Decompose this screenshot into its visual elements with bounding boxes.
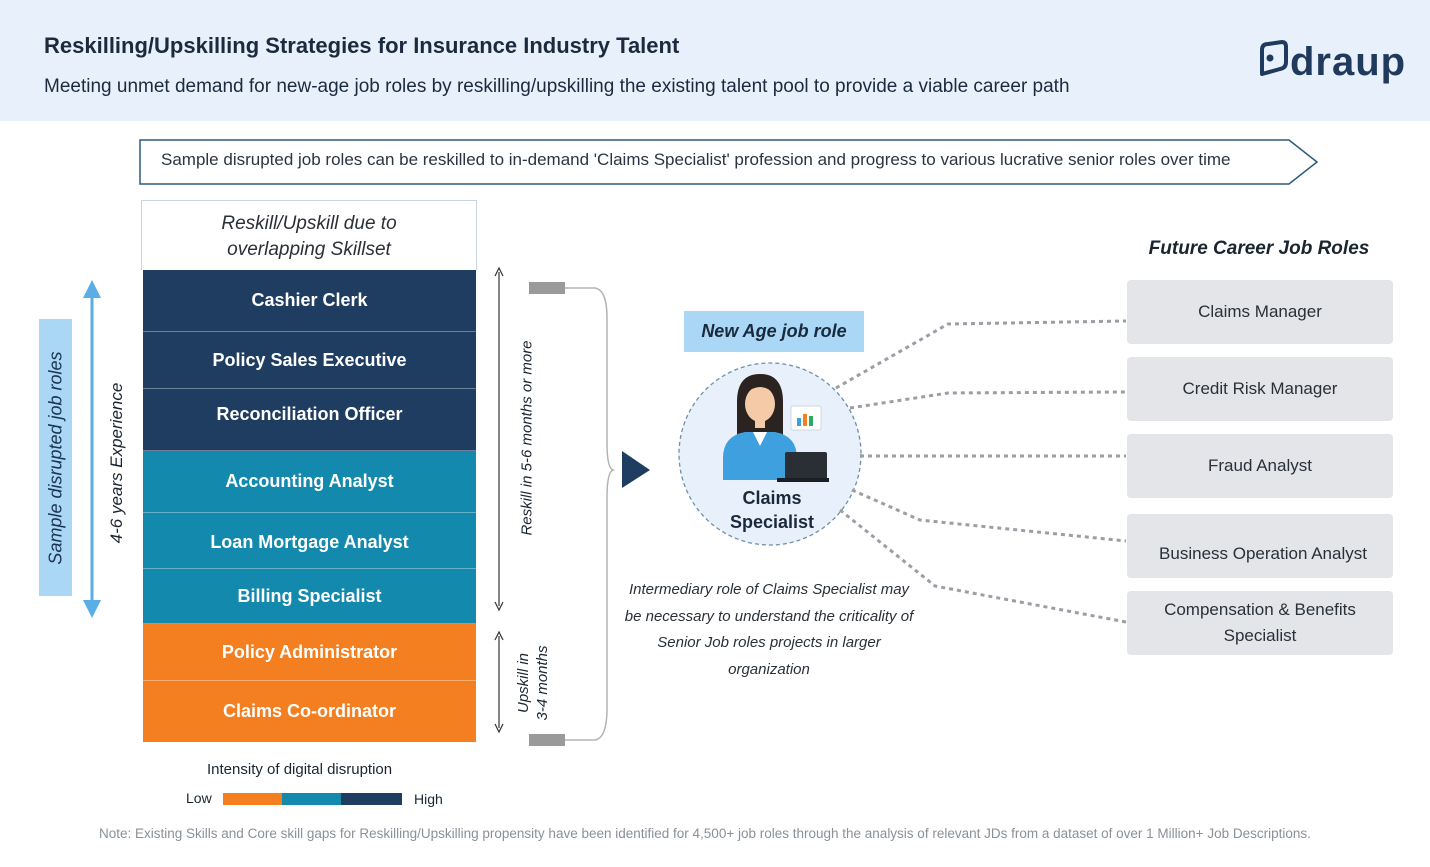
draup-logo: draup xyxy=(1256,36,1406,96)
role-label: Billing Specialist xyxy=(237,585,382,606)
summary-banner: Sample disrupted job roles can be reskil… xyxy=(139,139,1319,185)
claims-specialist-label: Claims Specialist xyxy=(704,486,840,534)
reskill-table-header: Reskill/Upskill due to overlapping Skill… xyxy=(141,200,477,270)
intermediary-role-note: Intermediary role of Claims Specialist m… xyxy=(620,577,918,683)
legend-low-label: Low xyxy=(186,790,212,806)
disrupted-roles-bar xyxy=(39,319,72,596)
role-row-cashier-clerk: Cashier Clerk xyxy=(143,270,476,332)
future-roles-title: Future Career Job Roles xyxy=(1148,238,1370,259)
career-card-label-line-2: Specialist xyxy=(1223,626,1297,645)
pointer-triangle xyxy=(622,451,650,488)
legend-swatch-low xyxy=(223,793,282,805)
connector-claims-manager xyxy=(835,319,1127,390)
table-header-line-1: Reskill/Upskill due to xyxy=(221,213,397,234)
career-card-compensation-benefits-specialist: Compensation & Benefits Specialist xyxy=(1127,591,1393,655)
claims-label-line-1: Claims xyxy=(742,488,802,508)
footnote: Note: Existing Skills and Core skill gap… xyxy=(99,826,1311,841)
draup-logo-icon xyxy=(1260,40,1288,76)
role-label: Policy Sales Executive xyxy=(212,349,407,370)
role-label: Policy Administrator xyxy=(221,641,398,662)
career-card-label: Fraud Analyst xyxy=(1208,456,1312,475)
note-line-3: Senior Job roles projects in larger xyxy=(657,634,881,651)
connector-compensation-benefits xyxy=(839,508,1127,624)
role-label: Reconciliation Officer xyxy=(216,404,403,424)
claims-specialist-circle xyxy=(678,362,862,546)
note-line-4: organization xyxy=(728,660,810,678)
career-card-business-operation-analyst: Business Operation Analyst xyxy=(1127,514,1393,578)
new-age-role-tag: New Age job role xyxy=(684,311,864,352)
role-row-billing-specialist: Billing Specialist xyxy=(143,569,476,624)
logo-wordmark: draup xyxy=(1290,40,1407,84)
table-header-line-2: overlapping Skillset xyxy=(227,239,391,260)
role-row-policy-administrator: Policy Administrator xyxy=(143,624,476,681)
career-card-label: Credit Risk Manager xyxy=(1182,379,1338,398)
connector-business-operation-analyst xyxy=(851,488,1127,543)
career-card-fraud-analyst: Fraud Analyst xyxy=(1127,434,1393,498)
note-line-1: Intermediary role of Claims Specialist m… xyxy=(628,581,910,598)
career-connectors xyxy=(835,319,1127,624)
legend-high-label: High xyxy=(414,791,443,807)
career-card-claims-manager: Claims Manager xyxy=(1127,280,1393,344)
career-card-label: Claims Manager xyxy=(1198,302,1322,321)
role-row-reconciliation-officer: Reconciliation Officer xyxy=(143,389,476,451)
banner-text: Sample disrupted job roles can be reskil… xyxy=(161,150,1231,169)
page-subtitle: Meeting unmet demand for new-age job rol… xyxy=(44,76,1070,97)
disrupted-roles-label: Sample disrupted job roles xyxy=(45,351,66,565)
role-label: Cashier Clerk xyxy=(251,290,368,310)
legend-swatch-high xyxy=(341,793,402,805)
note-line-2: be necessary to understand the criticali… xyxy=(624,607,914,625)
career-card-credit-risk-manager: Credit Risk Manager xyxy=(1127,357,1393,421)
career-card-label: Business Operation Analyst xyxy=(1159,544,1367,563)
grouping-brace xyxy=(529,282,650,746)
brace-top-cap xyxy=(529,282,565,294)
reskill-duration-arrow xyxy=(494,266,504,612)
role-row-policy-sales-executive: Policy Sales Executive xyxy=(143,332,476,389)
role-label: Loan Mortgage Analyst xyxy=(210,532,409,552)
banner-arrow-shape xyxy=(139,139,1319,185)
claims-label-line-2: Specialist xyxy=(729,512,815,532)
legend-title: Intensity of digital disruption xyxy=(207,761,393,778)
chart-card-icon xyxy=(790,405,822,431)
page-title: Reskilling/Upskilling Strategies for Ins… xyxy=(44,33,680,58)
connector-credit-risk-manager xyxy=(849,390,1127,410)
role-label: Claims Co-ordinator xyxy=(222,701,396,721)
upskill-duration-arrow xyxy=(494,630,504,734)
legend-swatch-medium xyxy=(282,793,341,805)
experience-label: 4-6 years Experience xyxy=(107,382,126,544)
experience-double-arrow xyxy=(83,280,101,618)
laptop-icon xyxy=(777,452,829,482)
brace-bottom-cap xyxy=(529,734,565,746)
role-row-claims-coordinator: Claims Co-ordinator xyxy=(143,681,476,742)
role-row-loan-mortgage-analyst: Loan Mortgage Analyst xyxy=(143,513,476,569)
header-band xyxy=(0,0,1430,121)
role-row-accounting-analyst: Accounting Analyst xyxy=(143,451,476,513)
specialist-avatar-icon xyxy=(723,374,797,480)
role-label: Accounting Analyst xyxy=(225,471,394,491)
career-card-label-line-1: Compensation & Benefits xyxy=(1164,600,1356,619)
